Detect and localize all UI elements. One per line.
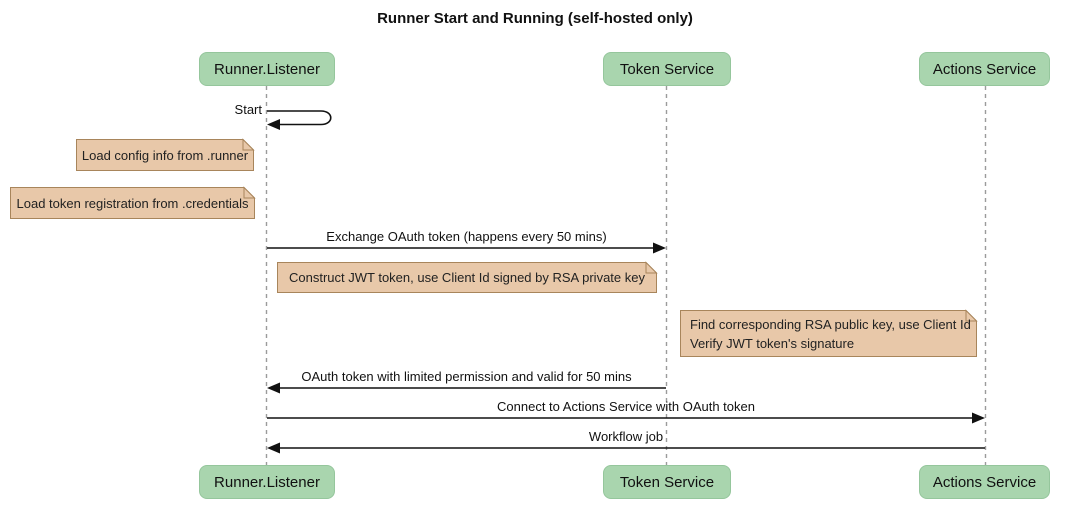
- note-find-rsa-key: Find corresponding RSA public key, use C…: [680, 310, 977, 357]
- note-load-token-registration: Load token registration from .credential…: [16, 195, 249, 211]
- message-label-workflow-job: Workflow job: [588, 429, 664, 444]
- participant-actions-service-top: Actions Service: [919, 52, 1050, 86]
- message-arrowhead-right: [972, 412, 985, 424]
- message-arrowhead-left: [267, 382, 280, 394]
- participant-label: Token Service: [619, 60, 715, 78]
- note-shape-construct-jwt: [277, 261, 658, 293]
- note-line-1: Find corresponding RSA public key, use C…: [690, 316, 971, 332]
- participant-token-service-bottom: Token Service: [603, 465, 731, 499]
- message-label-oauth-token-return: OAuth token with limited permission and …: [301, 369, 632, 384]
- message-label-start: Start: [234, 102, 262, 117]
- note-text-lines: Find corresponding RSA public key, use C…: [690, 315, 971, 353]
- note-line-2: Verify JWT token's signature: [690, 335, 855, 351]
- self-message-loop: [267, 110, 332, 126]
- note-construct-jwt: Construct JWT token, use Client Id signe…: [289, 270, 645, 285]
- message-label-connect-actions: Connect to Actions Service with OAuth to…: [497, 399, 755, 414]
- note-load-config: Load config info from .runner: [81, 147, 249, 163]
- participant-runner-listener-bottom: Runner.Listener: [199, 465, 335, 499]
- participant-label: Runner.Listener: [214, 60, 320, 78]
- participant-label: Actions Service: [932, 60, 1037, 78]
- diagram-title: Runner Start and Running (self-hosted on…: [377, 10, 693, 27]
- participant-token-service-top: Token Service: [603, 52, 731, 86]
- message-arrowhead-right: [653, 242, 666, 254]
- participant-label: Actions Service: [932, 473, 1037, 491]
- participant-label: Runner.Listener: [214, 473, 320, 491]
- note-shape-load-token-registration: [10, 186, 256, 219]
- participant-runner-listener-top: Runner.Listener: [199, 52, 335, 86]
- participant-actions-service-bottom: Actions Service: [919, 465, 1050, 499]
- message-arrowhead-left: [267, 442, 280, 454]
- note-shape-load-config: [76, 138, 255, 171]
- message-label-exchange-oauth: Exchange OAuth token (happens every 50 m…: [326, 229, 607, 244]
- note-shape-find-rsa-key: [680, 309, 978, 357]
- participant-label: Token Service: [619, 473, 715, 491]
- self-message-arrowhead: [267, 119, 280, 130]
